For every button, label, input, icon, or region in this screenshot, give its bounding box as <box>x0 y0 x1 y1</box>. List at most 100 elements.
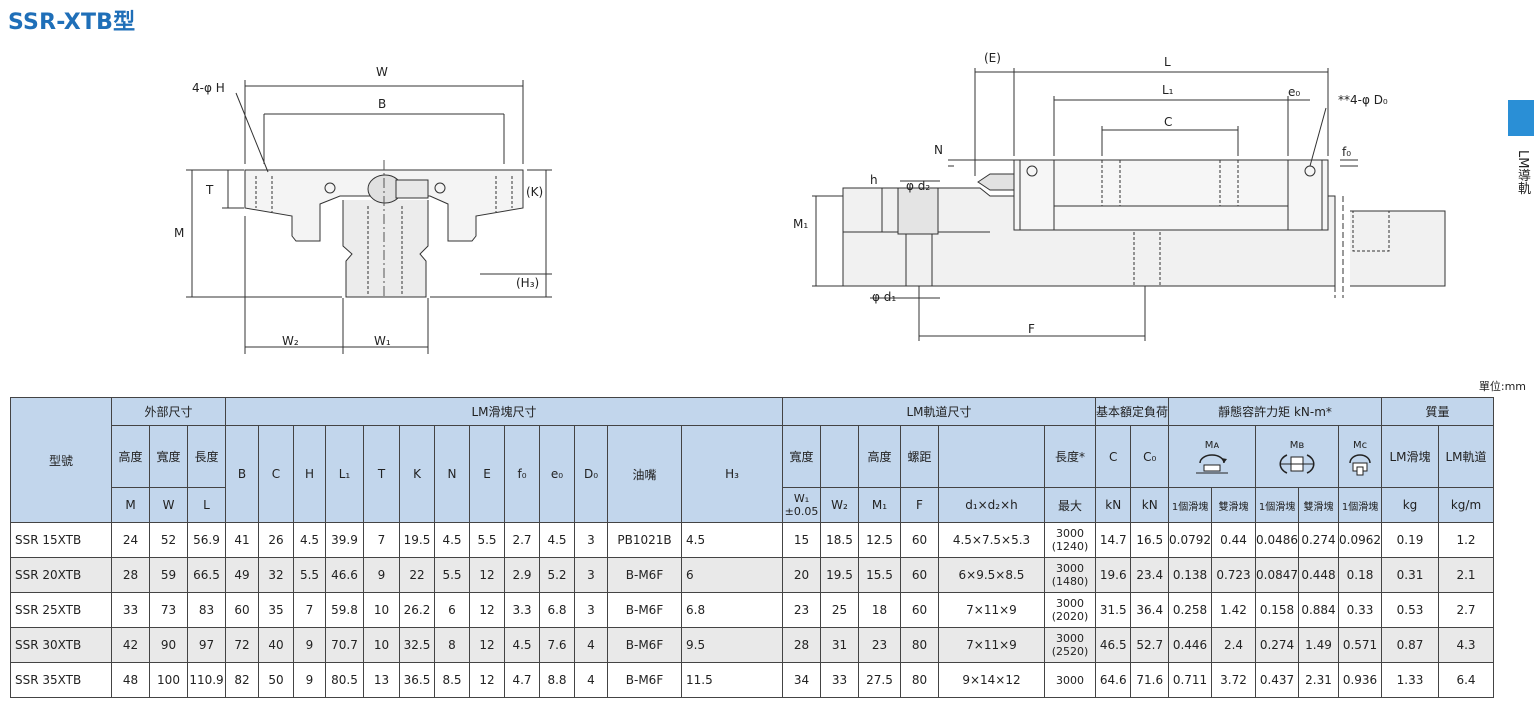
th-max: 最大 <box>1044 487 1096 523</box>
cell-W2: 18.5 <box>820 522 859 558</box>
cell-model: SSR 15XTB <box>10 522 112 558</box>
cell-D0: 3 <box>574 592 608 628</box>
th-rail-height: 高度 <box>858 425 901 488</box>
dim-e0: e₀ <box>1288 85 1300 99</box>
cell-MA1: 0.446 <box>1168 627 1213 663</box>
th-W2-blank <box>820 425 859 488</box>
th-mass: 質量 <box>1381 397 1495 426</box>
th-C-load: C <box>1094 425 1132 488</box>
cell-F: 80 <box>900 627 939 663</box>
cell-MB1: 0.274 <box>1255 627 1300 663</box>
dim-d2: φ d₂ <box>906 179 930 193</box>
cell-M1: 12.5 <box>858 522 901 558</box>
technical-drawings: W B 4-φ H T M (K) (H₃) W₂ W₁ <box>174 51 1446 354</box>
cell-M1: 18 <box>858 592 901 628</box>
cell-mblock: 0.31 <box>1381 557 1440 593</box>
cell-Cd: 46.5 <box>1094 627 1132 663</box>
cell-dxh: 4.5×7.5×5.3 <box>938 522 1045 558</box>
dim-D0: **4-φ D₀ <box>1338 93 1388 107</box>
th-moment: 靜態容許力矩 kN-m* <box>1168 397 1383 426</box>
cell-M: 28 <box>111 557 150 593</box>
cell-MA2: 2.4 <box>1211 627 1257 663</box>
rail-max-length: 3000 <box>1056 527 1084 540</box>
th-ma-one: 1個滑塊 <box>1168 487 1213 523</box>
cell-E: 12 <box>469 662 505 698</box>
th-kN2: kN <box>1130 487 1170 523</box>
side-view-drawing <box>812 68 1446 341</box>
cell-f0: 4.5 <box>504 627 540 663</box>
cell-H: 4.5 <box>293 522 326 558</box>
cell-H3: 4.5 <box>681 522 783 558</box>
cell-e0: 4.5 <box>539 522 575 558</box>
cell-mblock: 0.53 <box>1381 592 1440 628</box>
mc-label: Mᴄ <box>1352 439 1368 451</box>
cell-MA1: 0.258 <box>1168 592 1213 628</box>
cell-MC1: 0.33 <box>1338 592 1383 628</box>
front-view-drawing <box>186 80 552 354</box>
rail-standard-length: (2020) <box>1051 610 1089 623</box>
cell-H3: 11.5 <box>681 662 783 698</box>
cell-M1: 15.5 <box>858 557 901 593</box>
th-T: T <box>363 425 400 523</box>
cell-MC1: 0.18 <box>1338 557 1383 593</box>
cell-model: SSR 25XTB <box>10 592 112 628</box>
cell-T: 13 <box>363 662 400 698</box>
dim-K: (K) <box>526 185 543 199</box>
cell-f0: 2.9 <box>504 557 540 593</box>
cell-C: 35 <box>258 592 294 628</box>
cell-MA2: 0.723 <box>1211 557 1257 593</box>
cell-L: 83 <box>187 592 226 628</box>
cell-dxh: 7×11×9 <box>938 627 1045 663</box>
th-load: 基本額定負荷 <box>1094 397 1170 426</box>
cell-lmax: 3000(1480) <box>1044 557 1096 593</box>
th-M: M <box>111 487 150 523</box>
th-e0: e₀ <box>539 425 575 523</box>
th-kg: kg <box>1381 487 1440 523</box>
cell-B: 41 <box>225 522 259 558</box>
rail-max-length: 3000 <box>1056 673 1084 687</box>
cell-MB1: 0.158 <box>1255 592 1300 628</box>
cell-E: 5.5 <box>469 522 505 558</box>
dim-C: C <box>1164 115 1172 129</box>
cell-M: 33 <box>111 592 150 628</box>
cell-C: 40 <box>258 627 294 663</box>
cell-W: 73 <box>149 592 188 628</box>
dim-L: L <box>1164 55 1171 69</box>
cell-C0: 52.7 <box>1130 627 1170 663</box>
th-ma-two: 雙滑塊 <box>1211 487 1257 523</box>
th-W2: W₂ <box>820 487 859 523</box>
cell-H: 5.5 <box>293 557 326 593</box>
dim-W2: W₂ <box>282 334 299 348</box>
cell-M: 24 <box>111 522 150 558</box>
th-kgm: kg/m <box>1438 487 1495 523</box>
moment-b-icon <box>1279 453 1315 474</box>
cell-L: 66.5 <box>187 557 226 593</box>
rail-max-length: 3000 <box>1056 597 1084 610</box>
cell-T: 10 <box>363 592 400 628</box>
cell-H3: 9.5 <box>681 627 783 663</box>
cell-H: 9 <box>293 662 326 698</box>
th-length: 長度 <box>187 425 226 488</box>
cell-lmax: 3000(1240) <box>1044 522 1096 558</box>
cell-e0: 5.2 <box>539 557 575 593</box>
th-grease: 油嘴 <box>607 425 682 523</box>
rail-standard-length: (1240) <box>1051 540 1089 553</box>
cell-W: 52 <box>149 522 188 558</box>
cell-MC1: 0.936 <box>1338 662 1383 698</box>
cell-D0: 4 <box>574 627 608 663</box>
dim-M1: M₁ <box>793 217 808 231</box>
cell-K: 19.5 <box>399 522 435 558</box>
cell-mrail: 2.1 <box>1438 557 1495 593</box>
cell-L1: 80.5 <box>325 662 364 698</box>
cell-D0: 4 <box>574 662 608 698</box>
cell-e0: 8.8 <box>539 662 575 698</box>
cell-B: 60 <box>225 592 259 628</box>
w1-tol: ±0.05 <box>784 505 819 518</box>
cell-H3: 6.8 <box>681 592 783 628</box>
cell-mrail: 4.3 <box>1438 627 1495 663</box>
cell-MA1: 0.711 <box>1168 662 1213 698</box>
cell-grease: B-M6F <box>607 627 682 663</box>
cell-grease: B-M6F <box>607 557 682 593</box>
rail-standard-length: (1480) <box>1051 575 1089 588</box>
